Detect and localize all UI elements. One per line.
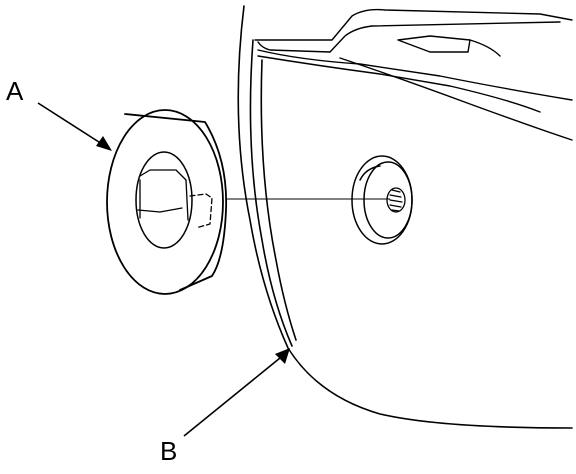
fender-panel-edge (237, 5, 573, 429)
threaded-stud (386, 187, 406, 213)
callout-label-b: B (160, 436, 178, 466)
body-panel-top (254, 8, 573, 141)
fastener-nut (106, 109, 228, 295)
leader-b (183, 348, 290, 437)
callout-label-a: A (6, 76, 24, 106)
leader-a (37, 102, 112, 151)
mounting-hole (351, 155, 413, 245)
